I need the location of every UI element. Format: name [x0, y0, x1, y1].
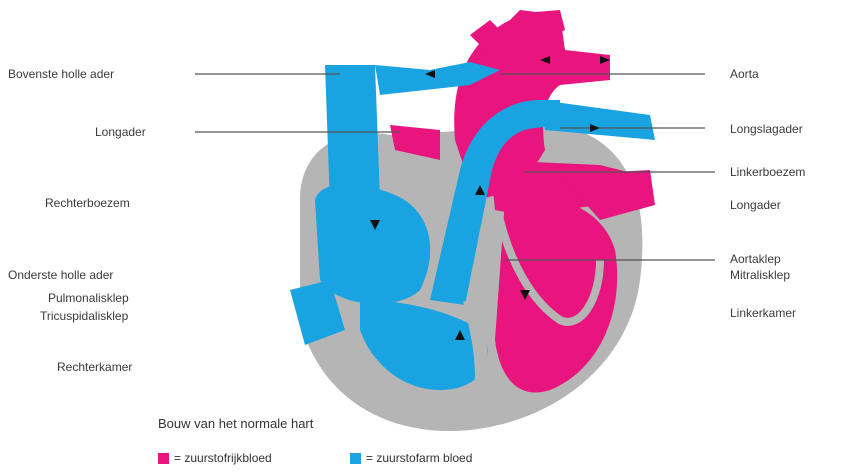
legend-oxygen-rich: = zuurstofrijkbloed [158, 451, 272, 465]
diagram-caption: Bouw van het normale hart [158, 416, 313, 431]
label-pulmonary-artery: Longslagader [730, 122, 803, 136]
label-right-ventricle: Rechterkamer [57, 360, 132, 374]
legend-text-oxygen-poor: = zuurstofarm bloed [366, 451, 472, 465]
label-aortic-valve: Aortaklep [730, 252, 781, 266]
superior-vena-cava [325, 65, 380, 205]
legend-text-oxygen-rich: = zuurstofrijkbloed [174, 451, 272, 465]
label-inferior-vena-cava: Onderste holle ader [8, 268, 113, 282]
label-left-atrium: Linkerboezem [730, 165, 805, 179]
label-left-ventricle: Linkerkamer [730, 306, 796, 320]
label-aorta: Aorta [730, 67, 759, 81]
label-tricuspid-valve: Tricuspidalisklep [40, 309, 128, 323]
legend-swatch-oxygen-rich [158, 453, 169, 464]
label-mitral-valve: Mitralisklep [730, 268, 790, 282]
label-right-atrium: Rechterboezem [45, 196, 130, 210]
label-superior-vena-cava: Bovenste holle ader [8, 67, 114, 81]
legend-swatch-oxygen-poor [350, 453, 361, 464]
label-pulmonary-vein-right: Longader [730, 198, 781, 212]
legend-oxygen-poor: = zuurstofarm bloed [350, 451, 472, 465]
label-pulmonary-valve: Pulmonalisklep [48, 291, 129, 305]
label-pulmonary-vein-left: Longader [95, 125, 146, 139]
